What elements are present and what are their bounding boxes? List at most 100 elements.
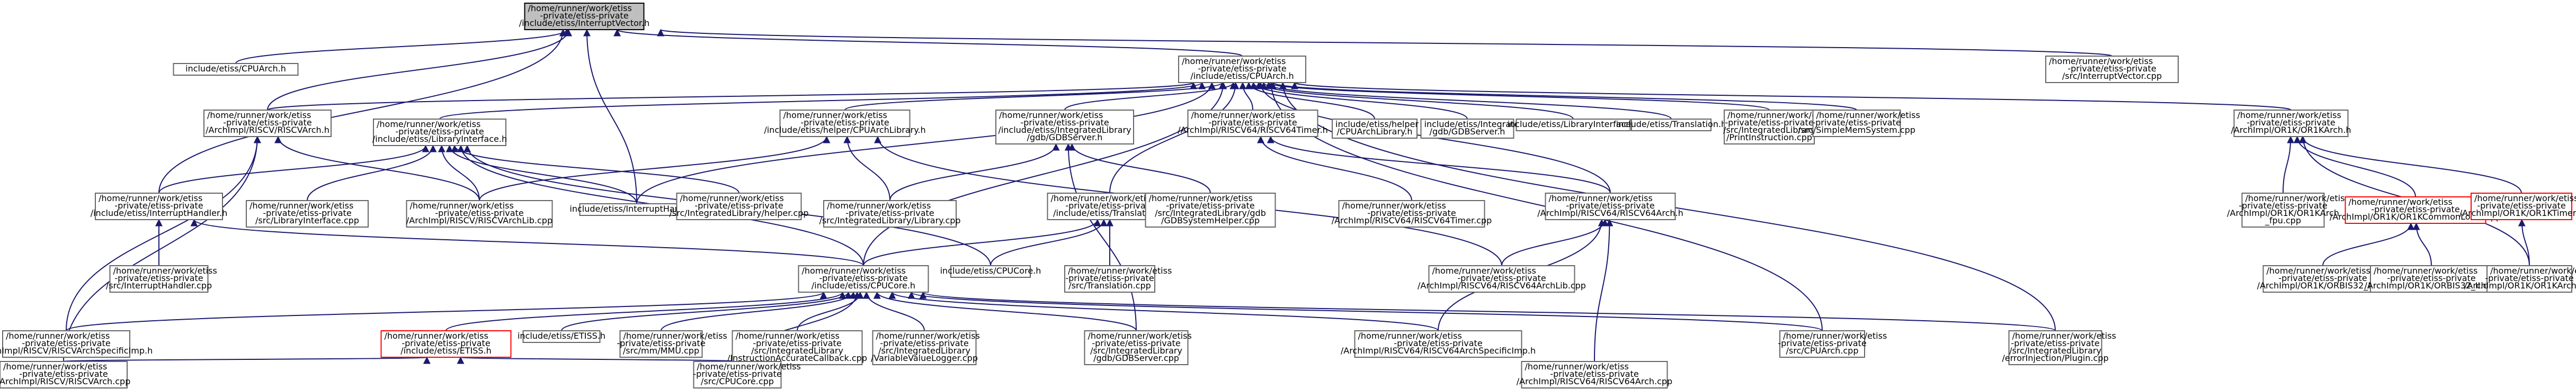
node-label-line: /gdb/GDBServer.h [1027,132,1103,142]
node-label-line: /home/runner/work/etiss [736,331,840,341]
node-box [522,330,601,343]
graph-node-rv64arch-cpp[interactable]: /home/runner/work/etiss-private/etiss-pr… [1517,361,1672,388]
graph-node-or1k-orbis-ii[interactable]: /home/runner/work/etiss-private/etiss-pr… [2364,265,2499,293]
graph-node-libiface-short[interactable]: include/etiss/LibraryInterface.h [1508,119,1639,131]
dependency-edge [888,291,1439,331]
graph-node-rv64arch-h[interactable]: /home/runner/work/etiss-private/etiss-pr… [1537,193,1683,220]
graph-node-cpucore-short[interactable]: include/etiss/CPUCore.h [940,265,1041,278]
graph-node-or1k-gdb32[interactable]: /home/runner/work/etiss-private/etiss-pr… [2257,265,2388,293]
graph-node-accurate-cb-cpp[interactable]: /home/runner/work/etiss-private/etiss-pr… [727,330,867,365]
graph-node-or1karch-h[interactable]: /home/runner/work/etiss-private/etiss-pr… [2231,110,2351,137]
node-box [0,361,128,388]
graph-node-rv-specific-cpp[interactable]: /home/runner/work/etiss-private/etiss-pr… [0,330,153,358]
graph-node-varval-cpp[interactable]: /home/runner/work/etiss-private/etiss-pr… [871,330,980,365]
node-label-line: -private/etiss-private [2011,338,2099,348]
graph-node-libhelper-cpp[interactable]: /home/runner/work/etiss-private/etiss-pr… [670,193,809,220]
node-label-line: /src/InterruptVector.cpp [2062,71,2162,81]
node-label-line: /home/runner/work/etiss [1525,361,1629,372]
graph-node-cpucore-cpp[interactable]: /home/runner/work/etiss-private/etiss-pr… [693,361,801,388]
dependency-edge [1109,82,1240,194]
node-box [1420,119,1514,139]
graph-node-printinstr-cpp[interactable]: /home/runner/work/etiss-private/etiss-pr… [1723,110,1831,144]
node-box [173,63,299,76]
dependency-edge [2412,222,2432,266]
graph-node-cpuarch-h[interactable]: include/etiss/CPUArch.h [173,63,299,76]
dependency-edge [844,82,1226,111]
graph-node-cpuarch-cpp[interactable]: /home/runner/work/etiss-private/etiss-pr… [1778,330,1887,358]
node-label-line: /src/IntegratedLibrary/gdb [1155,208,1266,218]
node-label-line: /ArchImpl/RISCV/RISCVArch.cpp [0,376,130,386]
dependency-edge [1064,143,1137,331]
node-label-line: /GDBSystemHelper.cpp [1161,215,1260,225]
graph-node-mmu-cpp[interactable]: /home/runner/work/etiss-private/etiss-pr… [617,330,727,358]
graph-node-inthandler-short[interactable]: include/etiss/InterruptHandler.h [569,203,704,216]
node-label-line: /gdb/GDBServer.cpp [1093,353,1179,363]
node-label-line: include/etiss/helper [1335,119,1419,129]
graph-node-translation-cpp[interactable]: /home/runner/work/etiss-private/etiss-pr… [1064,265,1172,293]
node-box [406,200,553,228]
graph-node-cpuarchlib-h[interactable]: /home/runner/work/etiss-private/etiss-pr… [764,110,926,137]
graph-node-root[interactable]: /home/runner/work/etiss-private/etiss-pr… [519,3,650,30]
node-label-line: /src/IntegratedLibrary [751,346,843,356]
dependency-edge [438,144,480,201]
graph-node-cpucore-h[interactable]: /home/runner/work/etiss-private/etiss-pr… [798,265,929,293]
graph-node-rvarch-cpp[interactable]: /home/runner/work/etiss-private/etiss-pr… [0,361,130,388]
node-label-line: include/etiss/ETISS.h [518,331,605,341]
graph-node-errinj-cpp[interactable]: /home/runner/work/etiss-private/etiss-pr… [2002,330,2116,365]
node-label-line: /ArchImpl/RISCV64/RISCV64ArchLib.cpp [1418,281,1586,291]
graph-node-rv64lib-cpp[interactable]: /home/runner/work/etiss-private/etiss-pr… [1418,265,1586,293]
node-box [1779,330,1865,358]
graph-node-or1k-timer-h[interactable]: /home/runner/work/etiss-private/etiss-pr… [2459,193,2576,220]
node-label-line: /home/runner/work/etiss [697,361,801,372]
node-label-line: /src/Translation.cpp [1068,281,1151,291]
graph-node-helper-cpuarch[interactable]: include/etiss/helper/CPUArchLibrary.h [1332,119,1419,139]
graph-node-gdbserver-cpp[interactable]: /home/runner/work/etiss-private/etiss-pr… [1084,330,1192,365]
node-label-line: /home/runner/work/etiss [2474,193,2576,203]
node-box [1064,265,1155,293]
node-label-line: /home/runner/work/etiss [1068,266,1172,276]
dependency-edge [66,135,261,331]
graph-node-cpuarch-full-h[interactable]: /home/runner/work/etiss-private/etiss-pr… [1178,56,1306,83]
graph-node-or1k-common-hpp[interactable]: /home/runner/work/etiss-private/etiss-pr… [2330,196,2501,224]
node-box [2233,110,2349,137]
graph-node-translation-short[interactable]: include/etiss/Translation.h [1616,119,1726,131]
node-label-line: /home/runner/work/etiss [385,331,488,341]
node-label-line: /home/runner/work/etiss [2245,193,2349,203]
node-label-line: /src/IntegratedLibrary [1723,125,1815,135]
node-box [732,330,863,365]
graph-node-or1k-fpu-cpp[interactable]: /home/runner/work/etiss-private/etiss-pr… [2227,193,2349,228]
graph-node-libiface-cpp[interactable]: /home/runner/work/etiss-private/etiss-pr… [246,200,369,228]
node-label-line: /home/runner/work/etiss [827,201,931,211]
node-label-line: /include/etiss/InterruptHandler.h [91,208,228,218]
node-label-line: -private/etiss-private [2371,204,2459,214]
node-box [1084,330,1189,365]
graph-node-libiface-h[interactable]: /home/runner/work/etiss-private/etiss-pr… [372,119,507,146]
node-label-line: -private/etiss-private [845,208,934,218]
graph-node-inthandler-h[interactable]: /home/runner/work/etiss-private/etiss-pr… [91,193,228,220]
graph-node-rv64timer-h[interactable]: /home/runner/work/etiss-private/etiss-pr… [1178,110,1328,137]
dependency-edge [479,135,831,201]
graph-node-simplemem-cpp[interactable]: /home/runner/work/etiss-private/etiss-pr… [1798,110,1920,137]
graph-node-gdbserver-h[interactable]: /home/runner/work/etiss-private/etiss-pr… [995,110,1134,144]
node-label-line: -private/etiss-private [694,201,783,211]
node-label-line: -private/etiss-private [114,201,203,211]
node-label-line: -private/etiss-private [1394,338,1482,348]
dependency-edge [445,291,846,331]
node-label-line: -private/etiss-private [1566,201,1654,211]
graph-node-etiss-h[interactable]: /home/runner/work/etiss-private/etiss-pr… [380,330,512,358]
graph-node-rvlib-cpp[interactable]: /home/runner/work/etiss-private/etiss-pr… [406,200,553,228]
graph-node-rv64-specific[interactable]: /home/runner/work/etiss-private/etiss-pr… [1341,330,1536,358]
node-label-line: /errorInjection/Plugin.cpp [2002,353,2108,363]
graph-node-rv64timer-cpp[interactable]: /home/runner/work/etiss-private/etiss-pr… [1332,200,1492,228]
node-label-line: -private/etiss-private [800,117,889,128]
node-label-line: /home/runner/work/etiss [207,110,311,120]
graph-node-riscvarch-h[interactable]: /home/runner/work/etiss-private/etiss-pr… [203,110,332,137]
graph-node-library-cpp[interactable]: /home/runner/work/etiss-private/etiss-pr… [819,200,961,228]
graph-node-or1k-arch-cpp[interactable]: /home/runner/work/etiss-private/etiss-pr… [2464,265,2576,293]
dependency-edge [990,219,1108,266]
graph-node-gdbsyshelper-cpp[interactable]: /home/runner/work/etiss-private/etiss-pr… [1145,193,1276,228]
graph-node-etiss-short[interactable]: include/etiss/ETISS.h [518,330,605,343]
graph-node-inthandler-cpp[interactable]: /home/runner/work/etiss-private/etiss-pr… [106,265,217,293]
graph-node-intvec-cpp[interactable]: /home/runner/work/etiss-private/etiss-pr… [2045,56,2179,83]
node-label-line: /home/runner/work/etiss [528,3,632,13]
